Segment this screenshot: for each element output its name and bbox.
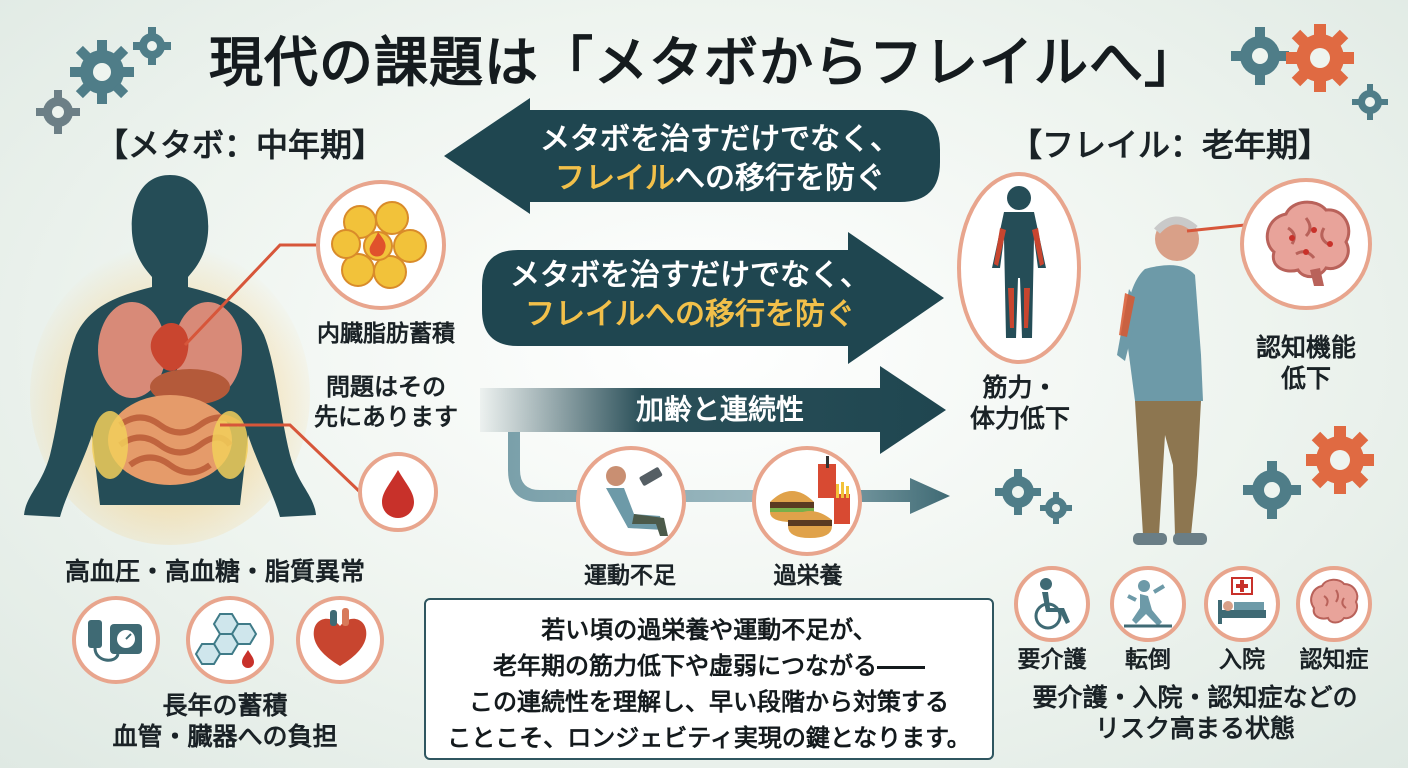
brain-icon <box>1240 178 1372 310</box>
gears-top-left-icon <box>36 27 171 134</box>
arrow-mid-text: メタボを治すだけでなく、 フレイルへの移行を防ぐ <box>510 258 870 332</box>
page-title: 現代の課題は「メタボからフレイルへ」 <box>209 31 1199 94</box>
lack-exercise-label: 運動不足 <box>584 563 676 589</box>
heart-organ-icon <box>296 596 384 684</box>
blood-drop-icon <box>358 452 438 532</box>
arrow-top-text: メタボを治すだけでなく、 フレイルへの移行を防ぐ <box>540 122 900 196</box>
fat-cells-icon <box>316 180 446 310</box>
junk-food-icon <box>752 446 862 556</box>
arrow-aging-text: 加齢と連続性 <box>635 393 804 426</box>
muscle-decline-label: 筋力・ 体力低下 <box>969 373 1070 434</box>
risk-label-care: 要介護 <box>1017 647 1087 673</box>
arrow-top-left-pointing <box>444 98 940 214</box>
risk-state-label: 要介護・入院・認知症などの リスク高まる状態 <box>1032 683 1358 744</box>
risk-label-hospital: 入院 <box>1219 647 1265 673</box>
problem-beyond-label: 問題はその 先にあります <box>314 373 458 431</box>
gears-top-right-icon <box>1231 24 1388 120</box>
left-heading: 【メタボ：中年期】 <box>96 126 385 164</box>
gears-bottom-right-icon <box>1243 426 1374 519</box>
visceral-fat-label: 内臓脂肪蓄積 <box>317 321 455 347</box>
hospital-bed-icon <box>1204 566 1280 642</box>
elderly-person-illustration <box>1117 216 1246 545</box>
fat-molecule-icon <box>186 596 274 684</box>
middle-aged-body-illustration <box>24 175 316 545</box>
gears-mid-right-icon <box>995 469 1072 524</box>
overnutrition-label: 過栄養 <box>773 563 843 589</box>
long-accumulation-label: 長年の蓄積 血管・臓器への負担 <box>112 691 338 752</box>
metabolic-conditions-label: 高血圧・高血糖・脂質異常 <box>64 557 365 586</box>
arrow-aging-continuity <box>480 366 950 514</box>
right-heading: 【フレイル：老年期】 <box>1010 126 1331 164</box>
summary-note-box: 若い頃の過栄養や運動不足が、 老年期の筋力低下や虚弱につながる―― この連続性を… <box>424 598 994 760</box>
sedentary-person-icon <box>576 446 686 556</box>
fall-icon <box>1110 566 1186 642</box>
cognitive-decline-label: 認知機能 低下 <box>1255 333 1356 394</box>
risk-label-dementia: 認知症 <box>1299 647 1369 673</box>
arrow-mid-right-pointing <box>482 232 944 364</box>
blood-pressure-monitor-icon <box>72 596 160 684</box>
risk-label-fall: 転倒 <box>1125 647 1171 673</box>
wheelchair-icon <box>1014 566 1090 642</box>
muscle-body-icon <box>957 172 1081 364</box>
dementia-brain-icon <box>1296 566 1372 642</box>
